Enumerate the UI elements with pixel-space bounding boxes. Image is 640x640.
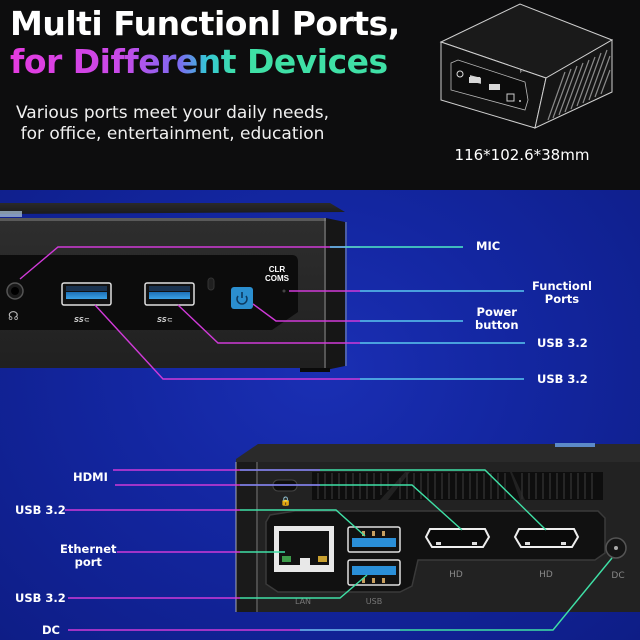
callout-dc: DC <box>42 623 60 637</box>
callout-usb-rear-1: USB 3.2 <box>15 503 66 517</box>
device-outline-icon: Ꞙ~ <box>439 3 614 129</box>
callout-mic: MIC <box>476 239 501 253</box>
svg-text:Ꞙ~: Ꞙ~ <box>520 69 527 75</box>
callout-text: button <box>475 318 519 332</box>
subtitle-line-2: for office, entertainment, education <box>20 124 325 144</box>
callout-text: Ports <box>544 292 580 306</box>
svg-text:SS⊂: SS⊂ <box>157 316 173 324</box>
lan-port-label: LAN <box>295 597 311 606</box>
svg-text:☊: ☊ <box>8 309 19 323</box>
hdmi-1-label: HD <box>449 570 463 580</box>
header-section: Multi Functionl Ports, for Different Dev… <box>0 0 640 190</box>
callout-text: Ethernet <box>60 542 117 556</box>
svg-text:SS⊂: SS⊂ <box>74 316 90 324</box>
callout-usb-rear-2: USB 3.2 <box>15 591 66 605</box>
hdmi-2-label: HD <box>539 570 553 580</box>
dc-port-label: DC <box>611 571 624 581</box>
callout-text: Power <box>476 305 517 319</box>
callout-usb-front-1: USB 3.2 <box>537 336 588 350</box>
headline-gradient: for Different Devices <box>10 42 388 81</box>
callout-text: port <box>74 555 102 569</box>
svg-text:🔒: 🔒 <box>280 496 291 507</box>
callout-text: Functionl <box>532 279 592 293</box>
subtitle-line-1: Various ports meet your daily needs, <box>15 103 330 123</box>
dimensions-text: 116*102.6*38mm <box>454 146 590 164</box>
callout-ethernet-port: Ethernet port <box>60 543 117 569</box>
clr-label: CLR <box>269 265 286 274</box>
coms-label: COMS <box>265 274 290 283</box>
usb-port-label: USB <box>366 597 382 606</box>
headline: Multi Functionl Ports, <box>10 4 400 43</box>
callout-power-button: Power button <box>475 306 519 332</box>
callout-hdmi: HDMI <box>73 470 108 484</box>
callout-functionl-ports: Functionl Ports <box>532 280 592 306</box>
callout-usb-front-2: USB 3.2 <box>537 372 588 386</box>
